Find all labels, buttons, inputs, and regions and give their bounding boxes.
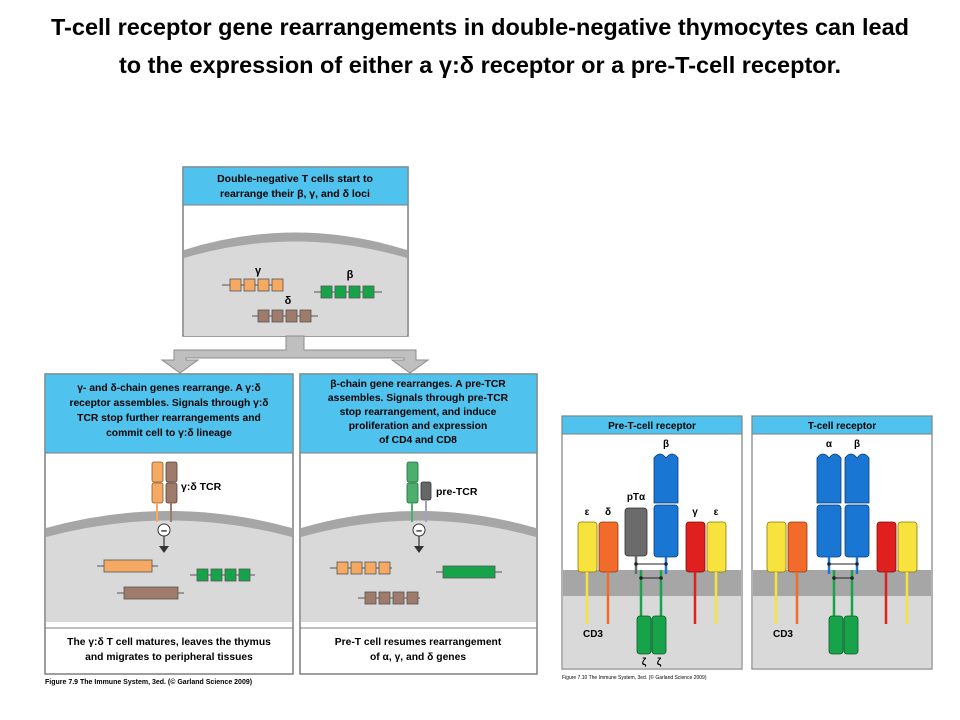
right-panel-line-2: assembles. Signals through pre-TCR xyxy=(328,393,509,404)
left-panel: γ- and δ-chain genes rearrange. A γ:δ re… xyxy=(44,373,294,675)
top-gamma-gene xyxy=(229,278,284,292)
pre-tcr-panel-header xyxy=(561,415,743,435)
left-panel-line-4: commit cell to γ:δ lineage xyxy=(106,428,232,439)
pre-t-cell-receptor-panel: Pre-T-cell receptor ε δ pTα β ζ ζ xyxy=(561,415,743,670)
right-panel: β-chain gene rearranges. A pre-TCR assem… xyxy=(299,373,538,675)
tcr-panel-header xyxy=(751,415,933,435)
pre-tcr-gamma-label: γ xyxy=(692,507,698,518)
tcr-panel-title: T-cell receptor xyxy=(808,421,876,432)
right-beta-rearranged xyxy=(442,565,496,579)
pre-tcr-zeta-left: ζ xyxy=(642,657,647,668)
right-panel-header xyxy=(299,373,538,454)
pre-tcr-cd3-label: CD3 xyxy=(583,629,603,640)
left-bottom-line-1: The γ:δ T cell matures, leaves the thymu… xyxy=(67,637,271,648)
left-panel-line-2: receptor assembles. Signals through γ:δ xyxy=(69,398,268,409)
left-panel-line-3: TCR stop further rearrangements and xyxy=(77,413,261,424)
left-gamma-rearranged xyxy=(103,559,153,573)
pre-tcr-delta-label: δ xyxy=(605,507,611,518)
gamma-delta-tcr-label: γ:δ TCR xyxy=(181,481,222,493)
right-panel-line-3: stop rearrangement, and induce xyxy=(340,407,497,418)
right-inhibit-sign: – xyxy=(416,525,422,537)
pre-tcr-ptalpha-label: pTα xyxy=(627,492,646,503)
right-delta-gene xyxy=(364,591,419,605)
right-panel-line-1: β-chain gene rearranges. A pre-TCR xyxy=(330,379,506,390)
left-beta-gene xyxy=(196,568,251,582)
split-arrow xyxy=(160,335,430,374)
tcr-alpha-label: α xyxy=(826,439,833,450)
top-gamma-label: γ xyxy=(255,265,262,277)
top-delta-label: δ xyxy=(285,295,292,307)
figure-7-10-caption: Figure 7.10 The Immune System, 3ed. (© G… xyxy=(562,674,707,681)
left-inhibit-sign: – xyxy=(161,525,167,537)
top-beta-label: β xyxy=(347,269,354,281)
right-bottom-line-1: Pre-T cell resumes rearrangement xyxy=(335,637,502,648)
pre-tcr-receptor xyxy=(406,461,432,522)
left-bottom-line-2: and migrates to peripheral tissues xyxy=(85,652,253,663)
pre-tcr-zeta-right: ζ xyxy=(657,657,662,668)
tcr-cd3-label: CD3 xyxy=(773,629,793,640)
top-panel: Double-negative T cells start to rearran… xyxy=(182,166,409,337)
right-panel-line-4: proliferation and expression xyxy=(349,421,487,432)
top-cell-cytoplasm xyxy=(184,241,407,336)
figure-7-9-caption: Figure 7.9 The Immune System, 3ed. (© Ga… xyxy=(45,678,252,686)
right-panel-line-5: of CD4 and CD8 xyxy=(379,435,457,446)
pre-tcr-panel-title: Pre-T-cell receptor xyxy=(608,421,696,432)
left-panel-line-1: γ- and δ-chain genes rearrange. A γ:δ xyxy=(77,383,260,394)
top-panel-header xyxy=(182,166,409,206)
left-cell-cytoplasm xyxy=(46,520,292,622)
left-delta-rearranged xyxy=(123,586,179,600)
tcr-beta-label: β xyxy=(854,439,860,450)
right-cell-cytoplasm xyxy=(301,520,536,622)
right-gamma-gene xyxy=(336,561,391,575)
top-panel-line-2: rearrange their β, γ, and δ loci xyxy=(220,188,370,200)
slide-title: T-cell receptor gene rearrangements in d… xyxy=(50,14,910,78)
pre-tcr-epsilon-left: ε xyxy=(585,507,590,518)
pre-tcr-beta-label: β xyxy=(663,439,669,450)
left-panel-header xyxy=(44,373,294,454)
top-delta-gene xyxy=(257,309,312,323)
top-panel-line-1: Double-negative T cells start to xyxy=(217,173,373,185)
t-cell-receptor-panel: T-cell receptor α β CD3 xyxy=(751,415,933,670)
pre-tcr-membrane xyxy=(563,570,741,596)
right-bottom-line-2: of α, γ, and δ genes xyxy=(370,652,466,663)
top-beta-gene xyxy=(320,285,375,299)
pre-tcr-label: pre-TCR xyxy=(436,486,478,498)
pre-tcr-epsilon-right: ε xyxy=(714,507,719,518)
gamma-delta-receptor xyxy=(151,461,178,522)
tcr-membrane xyxy=(753,570,931,596)
